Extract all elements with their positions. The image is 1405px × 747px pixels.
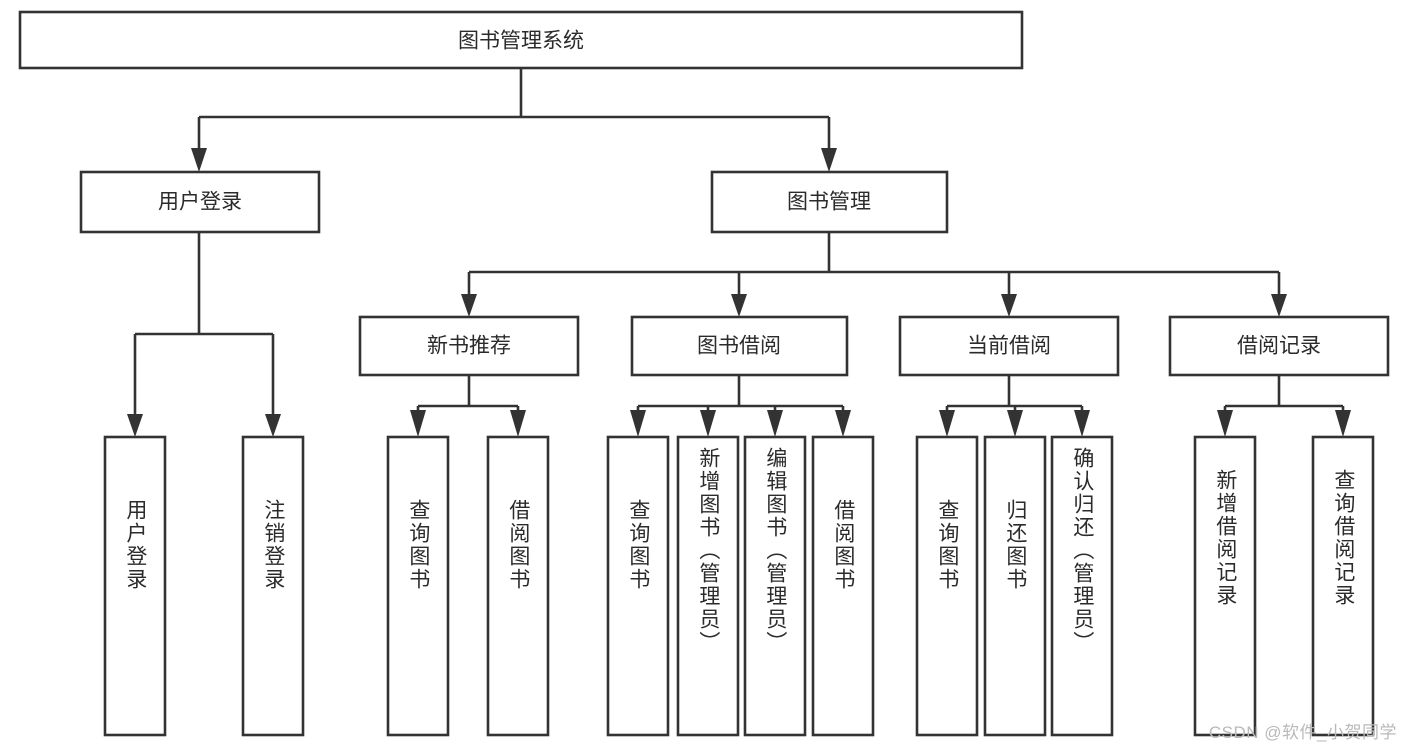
- node-leaf-borrow-book-1-box[interactable]: [486, 435, 550, 737]
- arrow-leaf-user-login: [127, 414, 143, 437]
- node-user-login-box[interactable]: [79, 170, 321, 234]
- edges-layer: [127, 68, 1351, 437]
- node-borrow-record-label: 借阅记录: [1237, 335, 1321, 358]
- arrow-borrow-record: [1271, 294, 1287, 317]
- arrow-leaf-return-book: [1007, 410, 1023, 437]
- node-user-login-label: 用户登录: [158, 191, 242, 214]
- node-leaf-query-book-3-box[interactable]: [915, 435, 979, 737]
- arrow-leaf-confirm-return: [1074, 410, 1090, 437]
- nodes-layer: 图书管理系统 用户登录 图书管理 新书推荐 图书借阅 当前借阅 借阅记录: [18, 10, 1390, 737]
- arrow-new-book-rec: [461, 294, 477, 317]
- node-book-borrow[interactable]: 图书借阅: [630, 315, 849, 377]
- node-current-borrow-box[interactable]: [898, 315, 1120, 377]
- node-borrow-record-box[interactable]: [1168, 315, 1390, 377]
- node-leaf-query-book-2-box[interactable]: [606, 435, 670, 737]
- arrow-leaf-query-book-3: [939, 410, 955, 437]
- arrow-leaf-query-book-2: [630, 410, 646, 437]
- node-borrow-record[interactable]: 借阅记录: [1168, 315, 1390, 377]
- node-book-manage-box[interactable]: [710, 170, 949, 234]
- node-leaf-borrow-book-2-box[interactable]: [811, 435, 875, 737]
- arrow-leaf-borrow-book-1: [510, 410, 526, 437]
- arrow-leaf-query-book-1: [410, 410, 426, 437]
- node-book-manage-label: 图书管理: [787, 191, 871, 214]
- node-leaf-return-book-box[interactable]: [983, 435, 1047, 737]
- arrow-leaf-add-record: [1217, 410, 1233, 437]
- arrow-leaf-add-book: [700, 410, 716, 437]
- node-new-book-rec-label: 新书推荐: [427, 335, 511, 358]
- node-new-book-rec-box[interactable]: [358, 315, 580, 377]
- node-new-book-rec[interactable]: 新书推荐: [358, 315, 580, 377]
- node-leaf-edit-book-box[interactable]: [743, 435, 807, 737]
- csdn-watermark: CSDN @软件_小贺同学: [1208, 723, 1397, 742]
- arrow-leaf-query-record: [1335, 410, 1351, 437]
- node-leaf-user-login-box[interactable]: [103, 435, 167, 737]
- node-leaf-confirm-return-box[interactable]: [1050, 435, 1114, 737]
- arrow-book-manage: [821, 148, 837, 172]
- arrow-user-login: [191, 148, 207, 172]
- node-user-login[interactable]: 用户登录: [79, 170, 321, 234]
- arrow-leaf-edit-book: [767, 410, 783, 437]
- node-leaf-query-record-box[interactable]: [1311, 435, 1375, 737]
- arrow-current-borrow: [1001, 294, 1017, 317]
- node-leaf-add-record-box[interactable]: [1193, 435, 1257, 737]
- node-root[interactable]: 图书管理系统: [18, 10, 1024, 70]
- node-book-borrow-box[interactable]: [630, 315, 849, 377]
- node-leaf-query-book-1-box[interactable]: [386, 435, 450, 737]
- node-current-borrow[interactable]: 当前借阅: [898, 315, 1120, 377]
- node-book-manage[interactable]: 图书管理: [710, 170, 949, 234]
- node-leaf-user-logout-box[interactable]: [241, 435, 305, 737]
- node-book-borrow-label: 图书借阅: [697, 335, 781, 358]
- arrow-book-borrow: [731, 294, 747, 317]
- node-current-borrow-label: 当前借阅: [967, 335, 1051, 358]
- node-root-label: 图书管理系统: [458, 30, 584, 53]
- node-root-box[interactable]: [18, 10, 1024, 70]
- arrow-leaf-borrow-book-2: [835, 410, 851, 437]
- arrow-leaf-user-logout: [265, 414, 281, 437]
- node-leaf-add-book-box[interactable]: [676, 435, 740, 737]
